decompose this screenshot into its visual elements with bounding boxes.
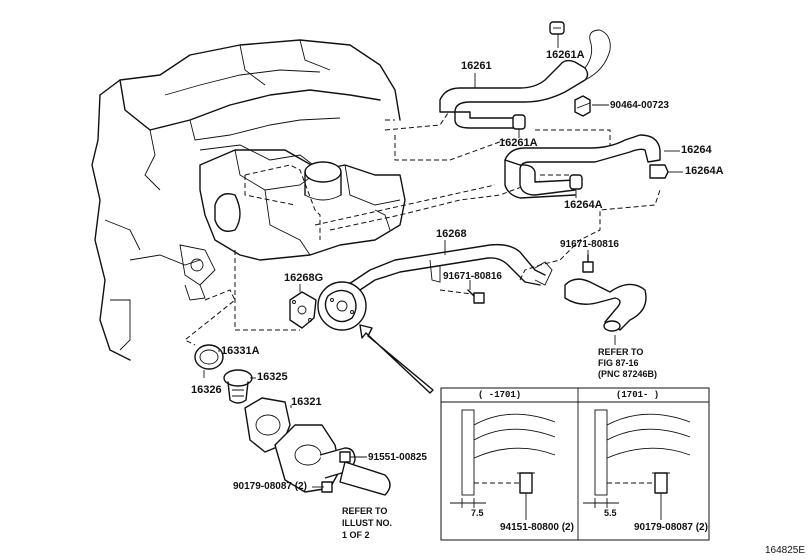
- refer-illust-line3: 1 OF 2: [342, 530, 370, 540]
- hose-16261: [439, 29, 611, 129]
- label-16264A-right: 16264A: [685, 165, 724, 177]
- refer-fig-line3: (PNC 87246B): [598, 369, 658, 379]
- engine-block-outline: [91, 39, 406, 361]
- inset-left-part: 94151-80800 (2): [500, 522, 574, 533]
- inset-left-dim: 7.5: [471, 508, 484, 518]
- inset-box: [440, 387, 710, 541]
- inset-left-header: ( -1701): [478, 390, 522, 400]
- label-90179-left: 90179-08087 (2): [233, 481, 307, 492]
- label-16268G: 16268G: [284, 272, 324, 284]
- label-91551: 91551-00825: [368, 452, 427, 463]
- gasket-16331A: [194, 344, 224, 370]
- refer-fig-line1: REFER TO: [598, 347, 644, 357]
- clamp-16261A-mid: [512, 114, 526, 130]
- clamp-90464: [574, 95, 591, 117]
- hose-refer-87-16: [564, 278, 647, 332]
- gasket-16268G: [289, 291, 317, 329]
- inset-right-dim: 5.5: [604, 508, 617, 518]
- diagram-id: 164825E: [765, 545, 806, 556]
- refer-fig-line2: FIG 87-16: [598, 358, 639, 368]
- refer-illust-line2: ILLUST NO.: [342, 518, 392, 528]
- leader-lines: [203, 34, 683, 488]
- label-16326: 16326: [191, 384, 222, 396]
- label-91671-mid: 91671-80816: [443, 271, 502, 282]
- housing-16321: [274, 424, 391, 496]
- callout-arrow: [359, 324, 434, 394]
- thermostat-16325: [223, 369, 253, 404]
- label-16268: 16268: [436, 228, 467, 240]
- label-90464: 90464-00723: [610, 100, 669, 111]
- label-16261A-mid: 16261A: [499, 137, 538, 149]
- refer-illust-line1: REFER TO: [342, 506, 388, 516]
- pipe-16268: [339, 243, 553, 301]
- label-16261: 16261: [461, 60, 492, 72]
- label-16321: 16321: [291, 396, 322, 408]
- clamp-16261A-top: [549, 21, 565, 35]
- clamp-16264A-mid: [569, 174, 583, 190]
- label-16264A-mid: 16264A: [564, 199, 603, 211]
- bolt-91671-right: [582, 254, 594, 273]
- clamp-16264A-right: [649, 164, 669, 179]
- inset-right-part: 90179-08087 (2): [634, 522, 708, 533]
- bolt-91551: [339, 451, 351, 463]
- bolt-91671-mid: [467, 289, 485, 304]
- inset-right-header: (1701- ): [616, 390, 660, 400]
- label-16325: 16325: [257, 371, 288, 383]
- label-16261A-top: 16261A: [546, 49, 585, 61]
- flange-detail-circle: [317, 281, 367, 331]
- label-16264: 16264: [681, 144, 712, 156]
- label-91671-right: 91671-80816: [560, 239, 619, 250]
- label-16331A: 16331A: [221, 345, 260, 357]
